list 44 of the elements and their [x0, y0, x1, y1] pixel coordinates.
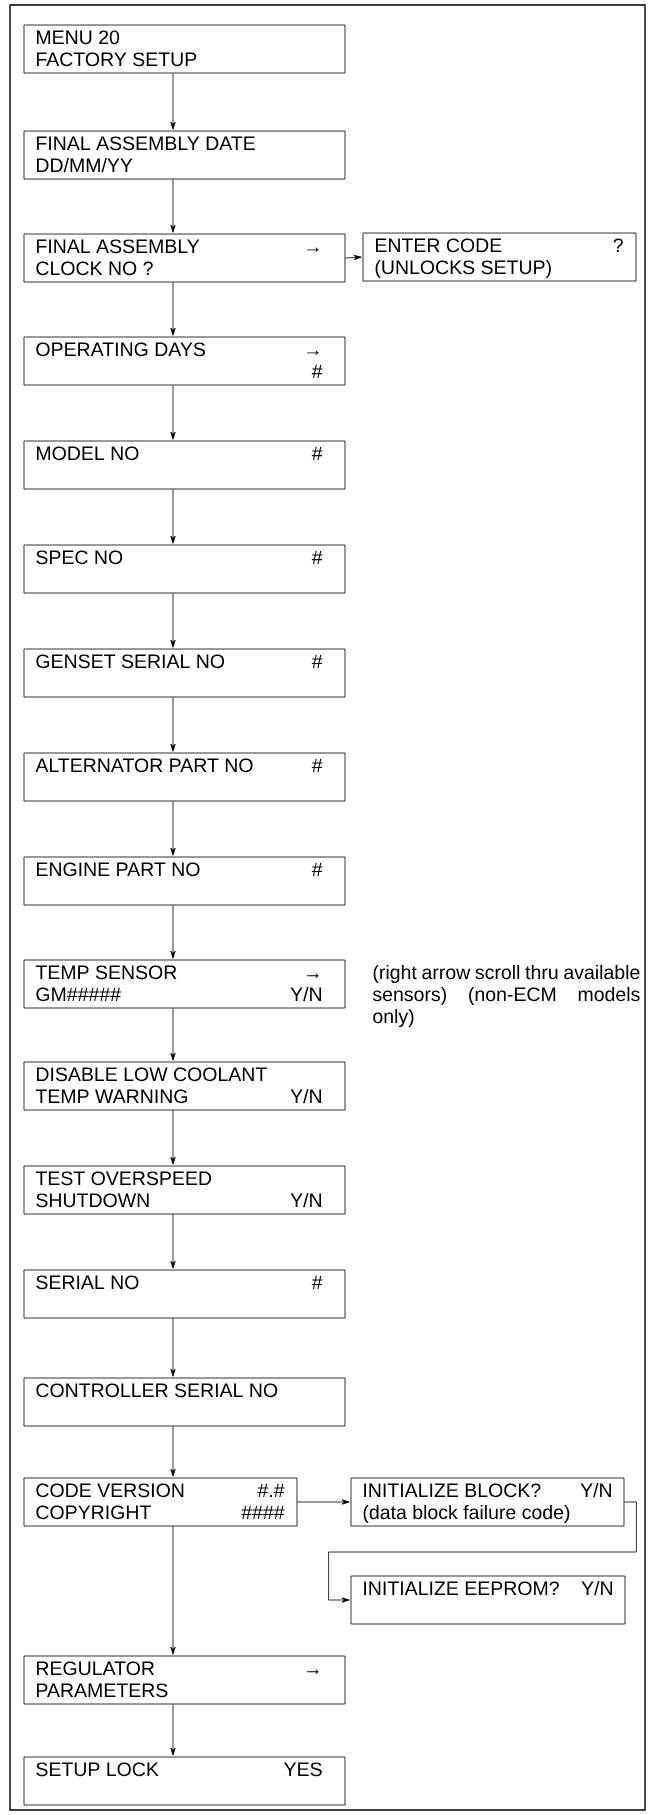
menu-box: CODE VERSION #.# COPYRIGHT ####	[23, 1477, 298, 1527]
menu-box: OPERATING DAYS → #	[23, 336, 346, 386]
node-label: →	[307, 973, 319, 979]
menu-box: FINAL ASSEMBLY CLOCK NO ? →	[23, 233, 346, 283]
arrow	[170, 489, 176, 544]
arrow	[345, 254, 362, 261]
note-text: (right arrow scroll thru available sensors) (non-ECM models only)	[372, 964, 640, 1028]
menu-box: MODEL NO #	[23, 440, 346, 490]
menu-box: GENSET SERIAL NO #	[23, 648, 346, 698]
arrow	[170, 1426, 176, 1477]
arrow	[170, 1526, 176, 1655]
arrow	[170, 1704, 176, 1756]
menu-box: SERIAL NO #	[23, 1269, 346, 1319]
menu-box: MENU 20 FACTORY SETUP	[23, 24, 346, 74]
menu-box: CONTROLLER SERIAL NO	[23, 1377, 346, 1427]
menu-box: SPEC NO #	[23, 544, 346, 594]
node-label: TEMP SENSOR	[35, 965, 177, 980]
arrow	[170, 905, 176, 959]
node-label: Y/N	[290, 986, 321, 1002]
arrow	[170, 801, 176, 856]
arrow	[328, 1501, 637, 1603]
arrow	[170, 282, 176, 336]
arrow	[170, 1214, 176, 1269]
menu-box: INITIALIZE EEPROM? Y/N	[350, 1575, 626, 1625]
arrow	[170, 593, 176, 648]
arrow	[170, 1318, 176, 1377]
arrow	[170, 1110, 176, 1165]
arrow	[170, 73, 176, 130]
menu-box: INITIALIZE BLOCK? Y/N (data block failure code)	[350, 1477, 625, 1527]
menu-box: REGULATOR PARAMETERS →	[23, 1655, 346, 1705]
arrow	[170, 697, 176, 752]
node-label: GM#####	[36, 987, 121, 1002]
arrow	[297, 1499, 350, 1505]
menu-box: ENGINE PART NO #	[23, 856, 346, 906]
arrow	[170, 385, 176, 440]
menu-box: ALTERNATOR PART NO #	[23, 752, 346, 802]
menu-box: SETUP LOCK YES	[23, 1756, 346, 1806]
menu-box: DISABLE LOW COOLANT TEMP WARNING Y/N	[23, 1061, 346, 1111]
menu-box: ENTER CODE ? (UNLOCKS SETUP)	[362, 232, 637, 282]
menu-box: FINAL ASSEMBLY DATE DD/MM/YY	[23, 130, 346, 180]
menu-box: TEMP SENSOR → GM##### Y/N	[23, 959, 346, 1009]
arrow	[170, 179, 176, 233]
arrow	[170, 1008, 176, 1061]
menu-box: TEST OVERSPEED SHUTDOWN Y/N	[23, 1165, 346, 1215]
